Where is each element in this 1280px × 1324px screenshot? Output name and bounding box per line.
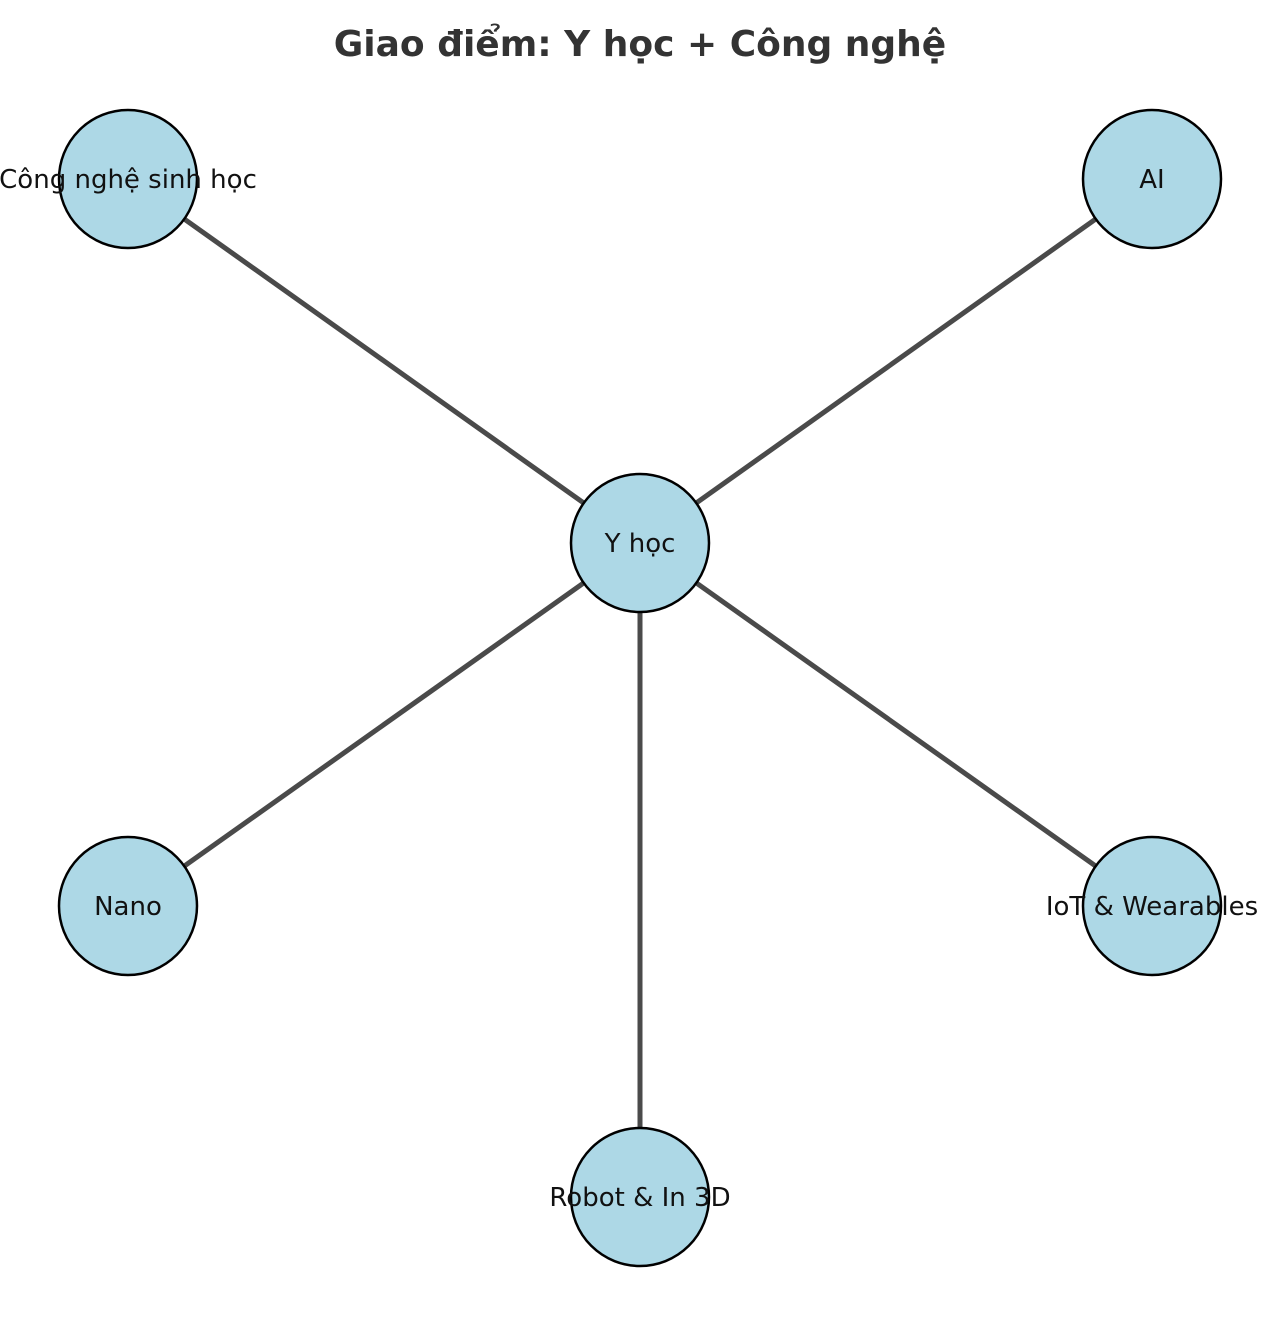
node-robot3d-label: Robot & In 3D — [549, 1183, 730, 1213]
node-biotech: Công nghệ sinh học — [0, 108, 257, 250]
node-center-label: Y học — [604, 529, 676, 559]
diagram-title: Giao điểm: Y học + Công nghệ — [334, 23, 946, 65]
nodes-group: Y học AI Công nghệ sinh học Nano Robot &… — [0, 108, 1258, 1268]
node-ai-circle — [1081, 108, 1223, 250]
node-center-circle — [569, 472, 711, 614]
node-robot3d: Robot & In 3D — [549, 1126, 731, 1268]
edge-center-nano — [126, 540, 642, 909]
node-nano-circle — [57, 835, 199, 977]
node-nano-label: Nano — [94, 892, 162, 922]
node-biotech-label: Công nghệ sinh học — [0, 165, 257, 195]
node-iot: IoT & Wearables — [1046, 835, 1258, 977]
edge-center-biotech — [126, 176, 642, 546]
node-ai: AI — [1081, 108, 1223, 250]
node-ai-label: AI — [1139, 165, 1164, 195]
edges-group — [126, 176, 1154, 1197]
node-nano: Nano — [57, 835, 199, 977]
edge-center-ai — [638, 176, 1154, 546]
node-biotech-circle — [57, 108, 199, 250]
node-center: Y học — [569, 472, 711, 614]
edge-center-iot — [638, 540, 1154, 909]
node-robot3d-circle — [569, 1126, 711, 1268]
node-iot-label: IoT & Wearables — [1046, 892, 1258, 922]
node-iot-circle — [1081, 835, 1223, 977]
